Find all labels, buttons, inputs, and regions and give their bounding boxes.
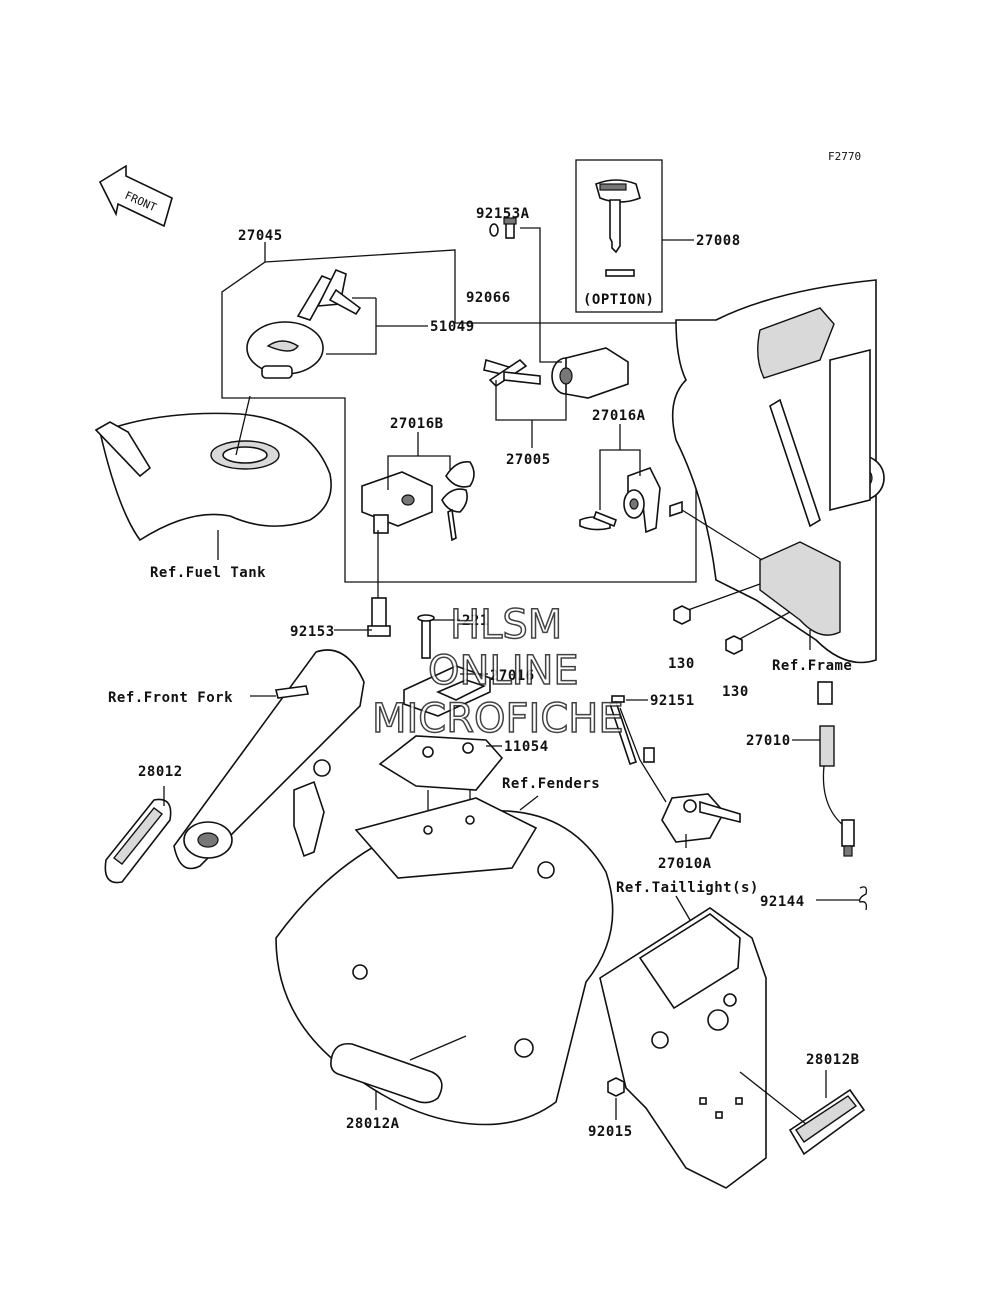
screw-221-icon: [417, 614, 435, 659]
ref-fuel-tank: Ref.Fuel Tank: [150, 565, 266, 581]
bolt-92153-icon: [367, 597, 391, 637]
callout-92015: 92015: [588, 1124, 633, 1140]
reflector-28012A: [330, 1042, 443, 1104]
ignition-switch: [551, 347, 629, 399]
taillight-bracket: [599, 907, 767, 1189]
ignition-keys-icon: [483, 358, 541, 388]
callout-27010A: 27010A: [658, 856, 712, 872]
front-arrow-icon: FRONT: [98, 164, 173, 228]
callout-11054: 11054: [504, 739, 549, 755]
callout-221: 221: [462, 613, 489, 629]
callout-27016B: 27016B: [390, 416, 444, 432]
ref-frame: Ref.Frame: [772, 658, 852, 674]
lock-keys-27016A-icon: [579, 510, 617, 531]
lock-keys-27016B-icon: [441, 460, 475, 542]
callout-27008: 27008: [696, 233, 741, 249]
group-outline: [221, 242, 697, 583]
motorcycle-frame: [671, 279, 885, 664]
spring-92144-icon: [858, 886, 868, 911]
rear-fender: [275, 797, 614, 1126]
callout-92151: 92151: [650, 693, 695, 709]
seat-lock-27016B: [361, 471, 433, 534]
seat-lock-27016A: [623, 467, 683, 534]
ref-front-fork: Ref.Front Fork: [108, 690, 233, 706]
fuel-cap: [246, 321, 324, 379]
nut-92015-icon: [607, 1077, 625, 1097]
watermark-line3: MICROFICHE: [372, 696, 624, 742]
figure-code: F2770: [828, 150, 861, 163]
screw-92153A-icon: [503, 217, 517, 239]
callout-27045: 27045: [238, 228, 283, 244]
ref-taillight: Ref.Taillight(s): [616, 880, 759, 896]
callout-27010: 27010: [746, 733, 791, 749]
front-fork: [173, 649, 365, 870]
switch-27010A: [619, 707, 741, 843]
callout-130a: 130: [668, 656, 695, 672]
leader-lines: [163, 297, 860, 1120]
callout-28012B: 28012B: [806, 1052, 860, 1068]
lock-bracket: [403, 665, 491, 717]
fuel-tank: [94, 412, 332, 542]
option-label: (OPTION): [583, 292, 654, 308]
callout-27016: 27016: [490, 668, 535, 684]
reflector-28012: [104, 798, 172, 884]
bolt-130a-icon: [673, 605, 691, 625]
plate-11054: [378, 735, 504, 791]
callout-92153A: 92153A: [476, 206, 530, 222]
bolt-92151-icon: [608, 695, 638, 766]
watermark: HLSM ONLINE MICROFICHE: [371, 601, 624, 743]
callout-28012: 28012: [138, 764, 183, 780]
callout-27016A: 27016A: [592, 408, 646, 424]
washer-92066-icon: [489, 223, 499, 237]
reflector-28012B: [788, 1088, 866, 1156]
callout-27005: 27005: [506, 452, 551, 468]
callout-92144: 92144: [760, 894, 805, 910]
callout-92153: 92153: [290, 624, 335, 640]
bolt-130b-icon: [725, 635, 743, 655]
cap-keys-icon: [296, 268, 362, 321]
sensor-27010: [817, 681, 855, 857]
callout-92066: 92066: [466, 290, 511, 306]
watermark-line2: ONLINE: [428, 648, 579, 694]
callout-130b: 130: [722, 684, 749, 700]
callout-28012A: 28012A: [346, 1116, 400, 1132]
callout-51049: 51049: [430, 319, 475, 335]
key-option-box: (OPTION): [575, 159, 663, 313]
watermark-line1: HLSM: [450, 602, 562, 648]
ref-fenders: Ref.Fenders: [502, 776, 600, 792]
